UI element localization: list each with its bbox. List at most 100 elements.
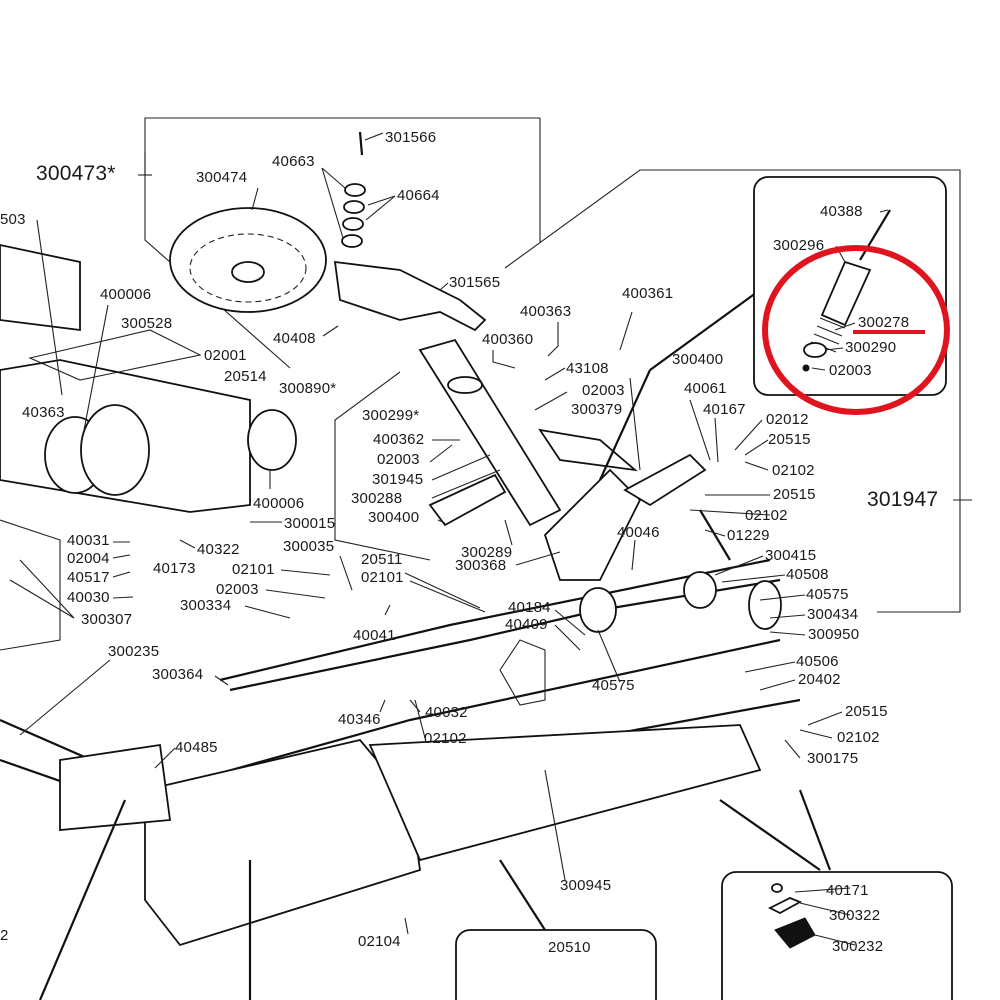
part-label: 300415 xyxy=(765,547,817,564)
part-label: 02104 xyxy=(358,933,401,950)
part-label: 40506 xyxy=(796,653,839,670)
part-label: 40575 xyxy=(592,677,635,694)
part-label: 20515 xyxy=(768,431,811,448)
part-label: 300307 xyxy=(81,611,133,628)
part-label: 20402 xyxy=(798,671,841,688)
housing-box xyxy=(0,244,297,513)
part-label: 300400 xyxy=(368,509,420,526)
part-label: 300364 xyxy=(152,666,204,683)
part-label: 02012 xyxy=(766,411,809,428)
inset-part-label-highlighted: 300278 xyxy=(858,314,910,331)
part-label: 20514 xyxy=(224,368,267,385)
part-label: 300950 xyxy=(808,626,860,643)
part-label: 40663 xyxy=(272,153,315,170)
part-label: 400362 xyxy=(373,431,425,448)
part-label: 300322 xyxy=(829,907,881,924)
shock-absorber-inset xyxy=(753,176,947,396)
part-label: 40408 xyxy=(273,330,316,347)
part-label: 43108 xyxy=(566,360,609,377)
part-label: 300175 xyxy=(807,750,859,767)
part-label: 300890* xyxy=(279,380,337,397)
part-label: 2 xyxy=(0,927,9,944)
part-label: 300015 xyxy=(284,515,336,532)
part-label: 300035 xyxy=(283,538,335,555)
inset-part-label: 300296 xyxy=(773,237,825,254)
red-highlight xyxy=(762,245,950,415)
part-label: 300434 xyxy=(807,606,859,623)
part-label: 40322 xyxy=(197,541,240,558)
part-label: 40363 xyxy=(22,404,65,421)
part-label: 20515 xyxy=(845,703,888,720)
assembly-bracket-300473 xyxy=(138,117,541,369)
part-label: 400360 xyxy=(482,331,534,348)
washer-stack xyxy=(341,131,366,248)
part-label: 40485 xyxy=(175,739,218,756)
inset-40171-parts xyxy=(767,883,856,949)
part-label: 40061 xyxy=(684,380,727,397)
part-label: 02102 xyxy=(772,462,815,479)
part-label: 02102 xyxy=(745,507,788,524)
part-label: 02101 xyxy=(361,569,404,586)
part-label: 300235 xyxy=(108,643,160,660)
part-label: 300368 xyxy=(455,557,507,574)
part-label: 02003 xyxy=(216,581,259,598)
part-label: 300288 xyxy=(351,490,403,507)
part-label: 300945 xyxy=(560,877,612,894)
part-label: 02101 xyxy=(232,561,275,578)
part-label: 40173 xyxy=(153,560,196,577)
part-label: 301565 xyxy=(449,274,501,291)
part-label: 40575 xyxy=(806,586,849,603)
part-label: 02102 xyxy=(837,729,880,746)
assembly-label-301947: 301947 xyxy=(867,488,939,511)
part-label: 40184 xyxy=(508,599,551,616)
part-label: 40171 xyxy=(826,882,869,899)
part-label: 40409 xyxy=(505,616,548,633)
inset-box-20510 xyxy=(455,929,657,1000)
part-label: 400006 xyxy=(253,495,305,512)
pivot-assembly xyxy=(428,289,782,706)
part-label: 300334 xyxy=(180,597,232,614)
part-label: 20510 xyxy=(548,939,591,956)
inset-part-label: 02003 xyxy=(829,362,872,379)
part-label: 40664 xyxy=(397,187,440,204)
part-label: 40167 xyxy=(703,401,746,418)
inset-part-label: 300290 xyxy=(845,339,897,356)
part-label: 02004 xyxy=(67,550,110,567)
part-label: 40032 xyxy=(425,704,468,721)
part-label: 300289 xyxy=(461,544,513,561)
part-label: 300528 xyxy=(121,315,173,332)
part-label: 400006 xyxy=(100,286,152,303)
part-label: 40030 xyxy=(67,589,110,606)
part-label: 40046 xyxy=(617,524,660,541)
part-label: 02003 xyxy=(582,382,625,399)
part-label: 40517 xyxy=(67,569,110,586)
part-label: 300474 xyxy=(196,169,248,186)
part-label: 20515 xyxy=(773,486,816,503)
part-label: 02001 xyxy=(204,347,247,364)
arm-301565 xyxy=(333,260,487,332)
part-label: 400363 xyxy=(520,303,572,320)
part-label: 400361 xyxy=(622,285,674,302)
part-label: 301566 xyxy=(385,129,437,146)
leader-lines xyxy=(9,132,843,935)
part-label: 20511 xyxy=(361,551,403,568)
part-label: 02102 xyxy=(424,730,467,747)
part-label: 40041 xyxy=(353,627,396,644)
bottom-cover xyxy=(38,724,762,1000)
part-label: 40346 xyxy=(338,711,381,728)
dish-part xyxy=(169,207,327,313)
part-label: 300379 xyxy=(571,401,623,418)
part-label: 300232 xyxy=(832,938,884,955)
assembly-label-300473: 300473* xyxy=(36,162,116,185)
part-label: 503 xyxy=(0,211,26,228)
part-label: 40031 xyxy=(67,532,110,549)
part-label: 300299* xyxy=(362,407,420,424)
assembly-bracket-301947 xyxy=(334,169,972,613)
part-label: 300400 xyxy=(672,351,724,368)
inset-part-label: 40388 xyxy=(820,203,863,220)
part-label: 40508 xyxy=(786,566,829,583)
part-label: 01229 xyxy=(727,527,770,544)
part-label: 02003 xyxy=(377,451,420,468)
